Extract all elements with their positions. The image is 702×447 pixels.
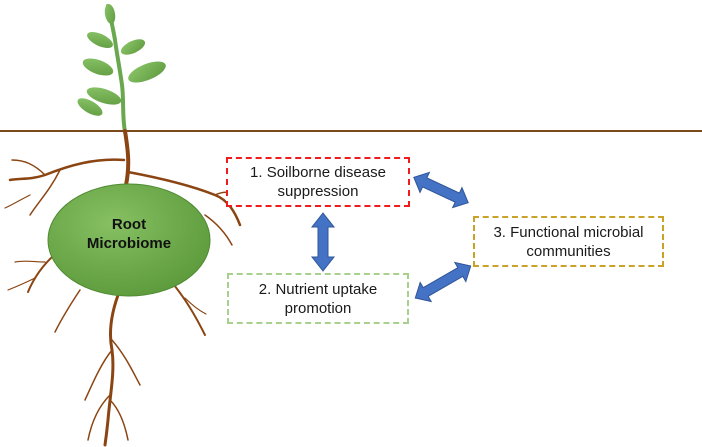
root: [14, 260, 46, 263]
root: [84, 349, 113, 401]
soilborne-disease-line2: suppression: [277, 183, 359, 200]
root: [7, 277, 36, 291]
nutrient-uptake-box: 2. Nutrient uptake promotion: [227, 273, 409, 324]
root: [29, 169, 61, 216]
leaf: [86, 87, 122, 105]
leaf: [128, 61, 166, 83]
root: [11, 159, 46, 176]
plant-shoot: [77, 4, 166, 134]
root: [204, 214, 233, 246]
root: [169, 279, 206, 336]
soilborne-disease-line1: 1. Soilborne disease: [250, 164, 386, 181]
root-system: [4, 129, 246, 447]
root-microbiome-blob: [47, 183, 211, 297]
leaf: [82, 58, 114, 76]
root-microbiome-line2: Microbiome: [86, 235, 172, 252]
root: [109, 399, 129, 441]
nutrient-uptake-line2: promotion: [284, 299, 352, 317]
root: [184, 297, 207, 315]
root: [103, 288, 122, 447]
leaf: [87, 31, 113, 49]
main-root: [123, 129, 131, 187]
nutrient-uptake-line1: 2. Nutrient uptake: [258, 280, 378, 298]
root-microbiome-label: Root Microbiome: [48, 215, 210, 253]
root: [4, 194, 31, 209]
leaf: [120, 39, 146, 55]
functional-communities-box: 3. Functional microbial communities: [473, 216, 664, 267]
root-microbiome-line1: Root: [111, 216, 147, 233]
root: [111, 339, 141, 386]
root: [87, 394, 111, 441]
double-arrow-icon: [414, 261, 472, 303]
double-arrow-icon: [310, 212, 336, 272]
leaf: [104, 4, 116, 24]
soilborne-disease-box: 1. Soilborne disease suppression: [226, 157, 410, 207]
functional-communities-line1: 3. Functional microbial: [493, 223, 644, 241]
double-arrow-icon: [413, 171, 469, 209]
functional-communities-line2: communities: [526, 242, 611, 260]
leaf: [77, 98, 103, 116]
connection-arrows: [310, 171, 472, 303]
root: [54, 289, 81, 333]
